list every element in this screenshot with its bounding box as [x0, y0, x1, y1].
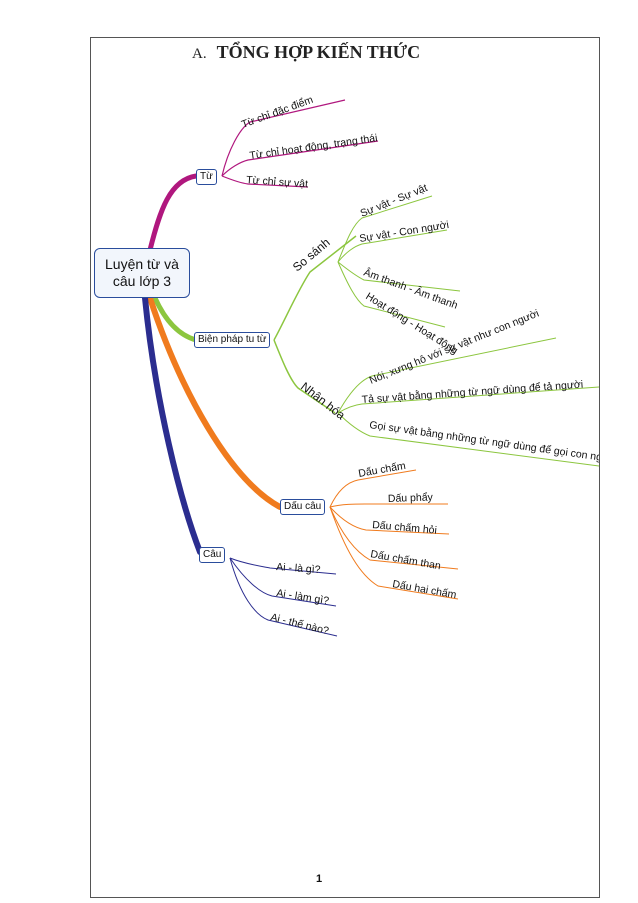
dau-cau-line-2	[329, 503, 448, 508]
heading-number: A.	[192, 46, 207, 62]
dau-cau-line-1	[329, 469, 417, 508]
root-node: Luyện từ và câu lớp 3	[94, 248, 190, 298]
nhan-hoa-label: Nhân hóa	[298, 379, 348, 422]
nhan-hoa-line-2	[337, 386, 599, 414]
section-heading: A. TỔNG HỢP KIẾN THỨC	[192, 42, 420, 66]
branch-dau-cau-line	[147, 295, 283, 510]
root-line-2: câu lớp 3	[112, 273, 172, 289]
dau-cau-line-3	[329, 506, 450, 535]
node-bien-phap-tu-tu: Biện pháp tu từ	[194, 332, 271, 348]
dau-cau-item-2: Dấu phẩy	[388, 491, 434, 505]
tu-line-2	[221, 140, 379, 177]
dau-cau-item-5: Dấu hai chấm	[391, 578, 457, 601]
cau-item-3: Ai - thế nào?	[269, 611, 330, 637]
dau-cau-item-1: Dấu chấm	[357, 460, 406, 480]
node-cau: Câu	[199, 547, 226, 563]
dau-cau-line-5	[329, 506, 459, 600]
so-sanh-line-3	[337, 261, 461, 292]
cau-line-2	[229, 557, 337, 607]
cau-line-3	[229, 557, 338, 637]
branch-tu-line	[147, 173, 199, 253]
dau-cau-item-4: Dấu chấm than	[369, 548, 441, 572]
nhan-hoa-item-2: Tả sự vật bằng những từ ngữ dùng để tả n…	[361, 378, 583, 406]
page-frame	[90, 37, 600, 898]
cau-item-1: Ai - là gì?	[276, 561, 321, 576]
so-sanh-item-2: Sự vật - Con người	[359, 219, 450, 245]
so-sanh-line	[273, 235, 357, 341]
cau-item-2: Ai - làm gì?	[276, 587, 330, 607]
nhan-hoa-line-1	[337, 337, 557, 414]
heading-title: TỔNG HỢP KIẾN THỨC	[216, 42, 421, 62]
page-number: 1	[315, 873, 323, 885]
tu-item-3: Từ chỉ sự vật	[246, 174, 309, 190]
branch-cau-line	[142, 295, 203, 555]
branch-bien-phap-line	[152, 295, 199, 343]
dau-cau-line-4	[329, 506, 459, 570]
root-line-1: Luyện từ và	[105, 256, 179, 272]
so-sanh-line-2	[337, 229, 448, 263]
tu-item-1: Từ chỉ đặc điểm	[240, 94, 315, 131]
so-sanh-label: So sánh	[290, 235, 333, 274]
tu-line-1	[221, 99, 346, 177]
cau-line-1	[229, 557, 337, 575]
tu-line-3	[221, 175, 309, 188]
nhan-hoa-line-3	[337, 412, 599, 467]
node-tu: Từ	[196, 169, 217, 185]
dau-cau-item-3: Dấu chấm hỏi	[372, 519, 438, 537]
tu-item-2: Từ chỉ hoạt động, trạng thái	[249, 132, 378, 162]
so-sanh-item-1: Sự vật - Sự vật	[359, 182, 430, 220]
nhan-hoa-line	[273, 339, 336, 414]
so-sanh-line-4	[337, 261, 446, 328]
node-dau-cau: Dấu câu	[280, 499, 326, 515]
nhan-hoa-item-3: Gọi sự vật bằng những từ ngữ dùng để gọi…	[369, 418, 619, 466]
so-sanh-line-1	[337, 195, 433, 263]
